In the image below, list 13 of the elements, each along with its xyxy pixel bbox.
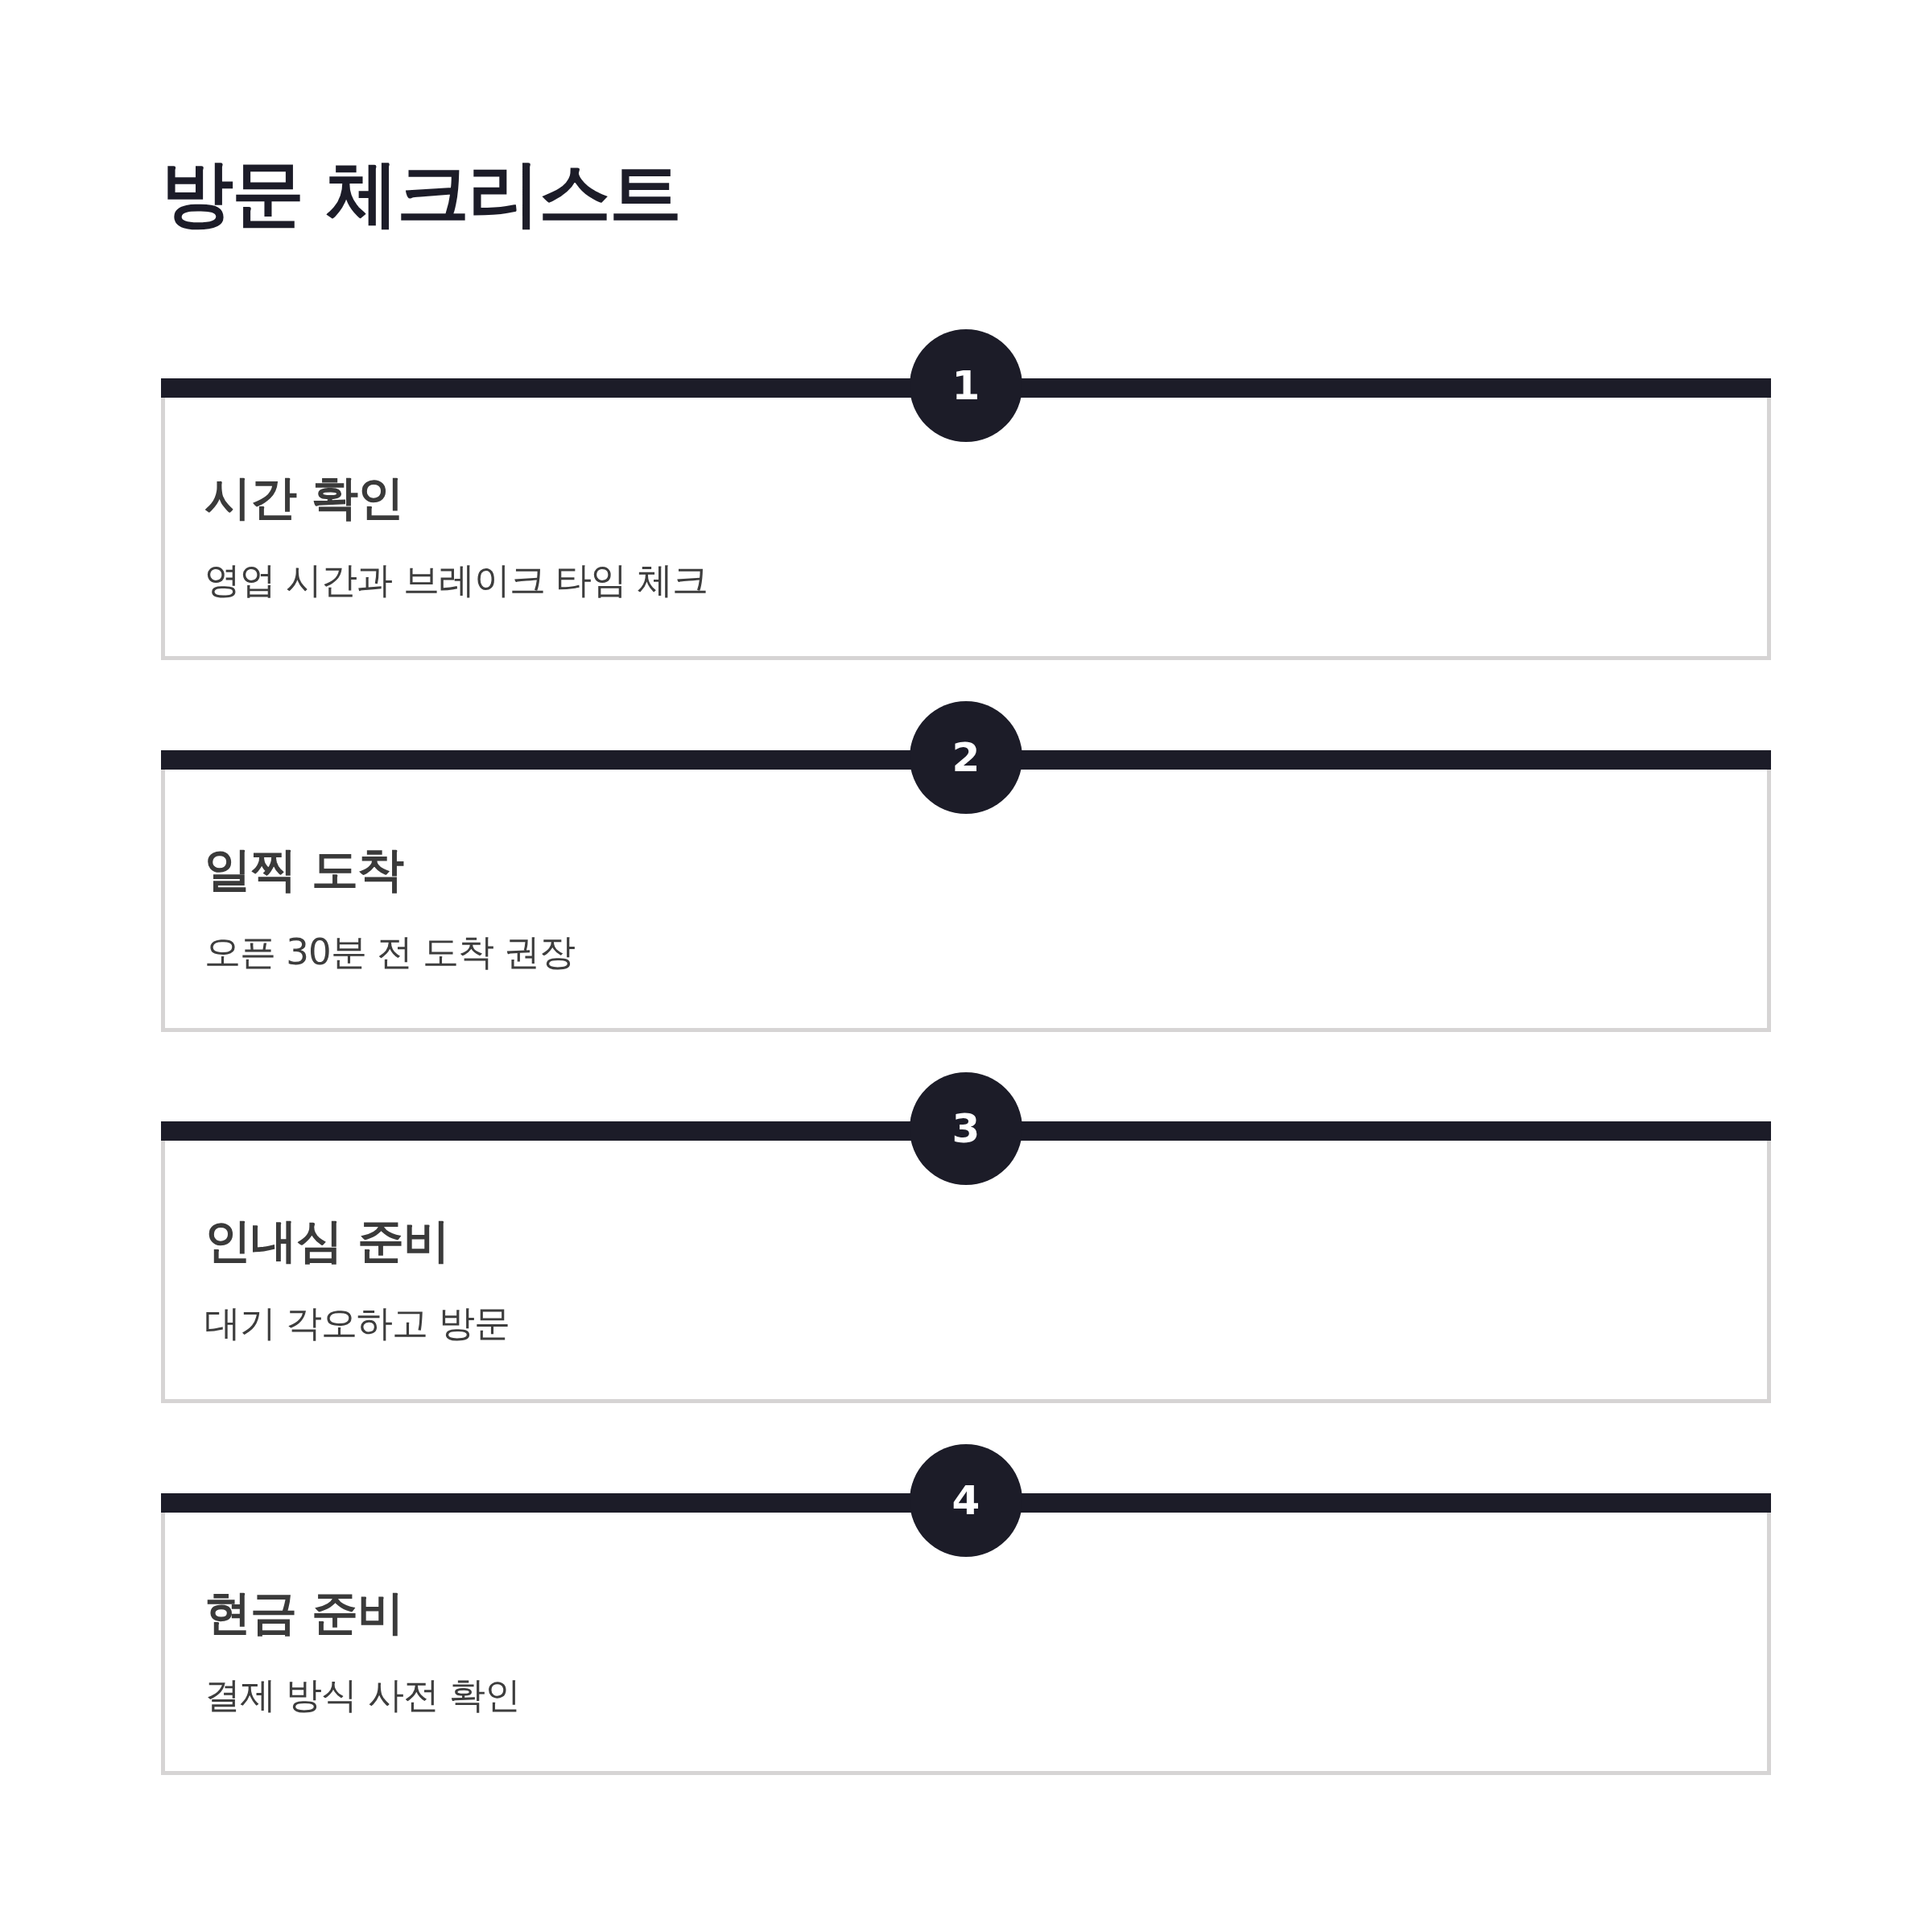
step-number-marker: 1 (910, 329, 1022, 442)
step-number-marker: 3 (910, 1072, 1022, 1185)
page-title: 방문 체크리스트 (161, 150, 681, 237)
card-title: 인내심 준비 (204, 1213, 450, 1269)
card-description: 대기 각오하고 방문 (204, 1302, 510, 1345)
step-number-marker: 2 (910, 701, 1022, 814)
card-description: 영업 시간과 브레이크 타임 체크 (204, 559, 708, 602)
card-title: 현금 준비 (204, 1585, 404, 1641)
card-description: 오픈 30분 전 도착 권장 (204, 931, 576, 974)
card-title: 일찍 도착 (204, 842, 404, 898)
card-title: 시간 확인 (204, 470, 404, 526)
step-number-marker: 4 (910, 1444, 1022, 1557)
card-description: 결제 방식 사전 확인 (204, 1674, 520, 1717)
